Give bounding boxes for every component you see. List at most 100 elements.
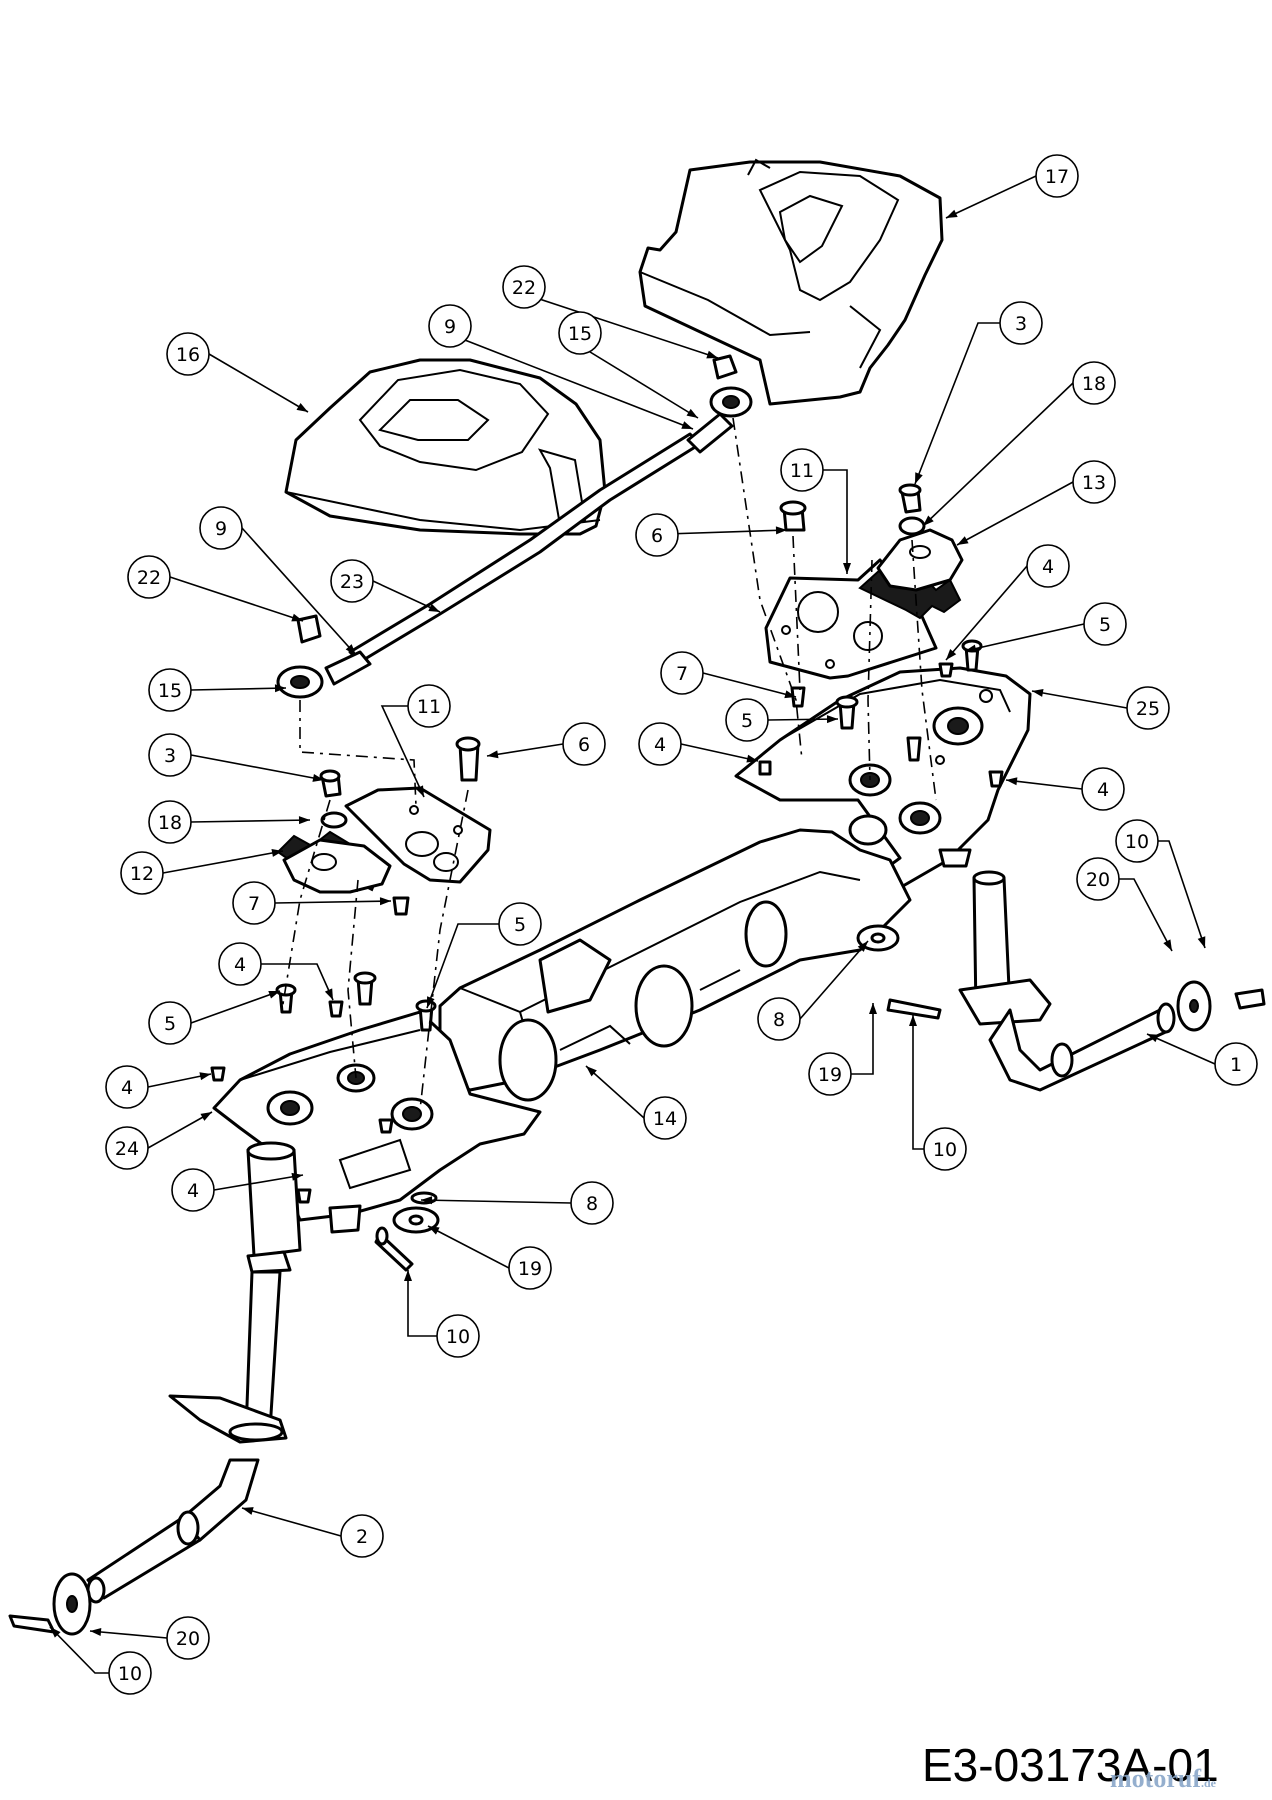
leader-arrowhead (90, 1628, 102, 1636)
callout-circle (428, 304, 472, 348)
callout-4[interactable]: 4 (638, 722, 682, 766)
leader-arrowhead (946, 649, 957, 660)
callout-20[interactable]: 20 (166, 1616, 210, 1660)
callout-circle (757, 997, 801, 1041)
callout-11[interactable]: 11 (407, 684, 451, 728)
callout-circle (1035, 154, 1079, 198)
callout-number: 22 (512, 277, 536, 299)
callout-4[interactable]: 4 (105, 1065, 149, 1109)
callout-circle (108, 1651, 152, 1695)
leader-arrowhead (686, 408, 698, 418)
callout-number: 10 (933, 1139, 957, 1161)
callout-circle (166, 332, 210, 376)
callout-circle (1081, 767, 1125, 811)
callout-10[interactable]: 10 (923, 1127, 967, 1171)
callout-10[interactable]: 10 (108, 1651, 152, 1695)
callout-24[interactable]: 24 (105, 1126, 149, 1170)
callout-6[interactable]: 6 (562, 722, 606, 766)
callout-number: 2 (356, 1526, 368, 1548)
callout-14[interactable]: 14 (643, 1096, 687, 1140)
callout-4[interactable]: 4 (218, 942, 262, 986)
callout-19[interactable]: 19 (808, 1052, 852, 1096)
callout-circle (148, 733, 192, 777)
callout-5[interactable]: 5 (498, 902, 542, 946)
callout-9[interactable]: 9 (428, 304, 472, 348)
callout-3[interactable]: 3 (148, 733, 192, 777)
callout-10[interactable]: 10 (1115, 819, 1159, 863)
callout-circle (498, 902, 542, 946)
callout-22[interactable]: 22 (127, 555, 171, 599)
callout-17[interactable]: 17 (1035, 154, 1079, 198)
callout-23[interactable]: 23 (330, 559, 374, 603)
leader-arrowhead (746, 754, 758, 763)
leader-line (1146, 1033, 1216, 1065)
leader-arrowhead (274, 684, 286, 693)
callout-number: 8 (586, 1193, 598, 1215)
leader-arrowhead (826, 715, 838, 724)
callout-number: 20 (1086, 869, 1110, 891)
leader-line (241, 1507, 342, 1537)
leader-line (914, 322, 1000, 485)
callout-circle (199, 506, 243, 550)
callout-1[interactable]: 1 (1214, 1042, 1258, 1086)
callout-11[interactable]: 11 (780, 448, 824, 492)
callout-7[interactable]: 7 (232, 881, 276, 925)
gear-plate-left (276, 736, 492, 916)
leader-line (1005, 779, 1083, 790)
callout-number: 18 (1082, 373, 1106, 395)
leader-arrowhead (268, 990, 280, 999)
callout-18[interactable]: 18 (1072, 361, 1116, 405)
leader-line (702, 672, 797, 698)
callout-2[interactable]: 2 (340, 1514, 384, 1558)
callout-4[interactable]: 4 (1081, 767, 1125, 811)
callout-12[interactable]: 12 (120, 851, 164, 895)
callout-13[interactable]: 13 (1072, 460, 1116, 504)
leader-line (922, 382, 1074, 527)
callout-number: 6 (651, 525, 663, 547)
leader-arrowhead (1197, 936, 1206, 948)
leader-arrowhead (706, 350, 718, 359)
callout-number: 5 (1099, 614, 1111, 636)
callout-circle (1072, 460, 1116, 504)
leader-arrowhead (345, 644, 356, 655)
callout-8[interactable]: 8 (757, 997, 801, 1041)
callout-5[interactable]: 5 (725, 698, 769, 742)
leader-line (1031, 690, 1128, 709)
leader-line (169, 576, 304, 622)
callout-16[interactable]: 16 (166, 332, 210, 376)
callout-number: 4 (121, 1077, 133, 1099)
callout-4[interactable]: 4 (171, 1168, 215, 1212)
leader-arrowhead (200, 1112, 212, 1121)
callout-6[interactable]: 6 (635, 513, 679, 557)
callout-20[interactable]: 20 (1076, 857, 1120, 901)
callout-4[interactable]: 4 (1026, 544, 1070, 588)
callout-10[interactable]: 10 (436, 1314, 480, 1358)
spindle-right (958, 870, 1266, 1092)
callout-number: 22 (137, 567, 161, 589)
mounting-plate-right (734, 666, 1032, 892)
callout-22[interactable]: 22 (502, 265, 546, 309)
callout-19[interactable]: 19 (508, 1246, 552, 1290)
callout-3[interactable]: 3 (999, 301, 1043, 345)
leader-line (427, 1225, 510, 1269)
leader-line (428, 325, 694, 430)
leader-arrowhead (1163, 939, 1172, 951)
callout-8[interactable]: 8 (570, 1181, 614, 1225)
callout-15[interactable]: 15 (558, 311, 602, 355)
leader-arrowhead (965, 644, 977, 653)
watermark-logo[interactable]: motoruf.de (1110, 1764, 1216, 1794)
callout-number: 9 (444, 316, 456, 338)
callout-number: 16 (176, 344, 200, 366)
leader-line (945, 175, 1037, 219)
leader-arrowhead (242, 1507, 254, 1515)
callout-15[interactable]: 15 (148, 668, 192, 712)
callout-5[interactable]: 5 (1083, 602, 1127, 646)
callout-18[interactable]: 18 (148, 800, 192, 844)
callout-7[interactable]: 7 (660, 651, 704, 695)
callout-circle (127, 555, 171, 599)
callout-5[interactable]: 5 (148, 1001, 192, 1045)
callout-25[interactable]: 25 (1126, 686, 1170, 730)
callout-9[interactable]: 9 (199, 506, 243, 550)
callout-leaders (49, 175, 1216, 1674)
